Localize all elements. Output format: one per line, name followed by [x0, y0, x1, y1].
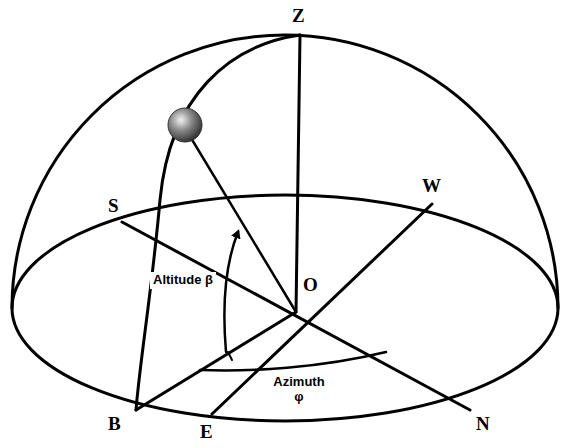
angle-label: Azimuth φ	[268, 374, 330, 406]
point-letter: N	[476, 414, 490, 433]
south-north-line	[122, 222, 470, 410]
dome-outline	[12, 35, 558, 308]
zenith-line	[296, 35, 300, 312]
sun-sphere	[168, 108, 202, 142]
azimuth-arc	[200, 352, 386, 370]
point-letter: O	[303, 275, 318, 294]
west-east-line	[212, 204, 432, 414]
point-letter: S	[108, 196, 119, 215]
point-letter: Z	[292, 6, 305, 25]
point-letter: B	[108, 414, 121, 433]
point-letter: E	[200, 422, 213, 441]
point-letter: W	[422, 176, 441, 195]
altitude-arc	[225, 232, 239, 352]
horizon-ellipse	[12, 195, 558, 421]
vertical-circle	[136, 35, 300, 410]
angle-label: Altitude β	[150, 272, 216, 289]
arc-tick	[228, 352, 232, 360]
